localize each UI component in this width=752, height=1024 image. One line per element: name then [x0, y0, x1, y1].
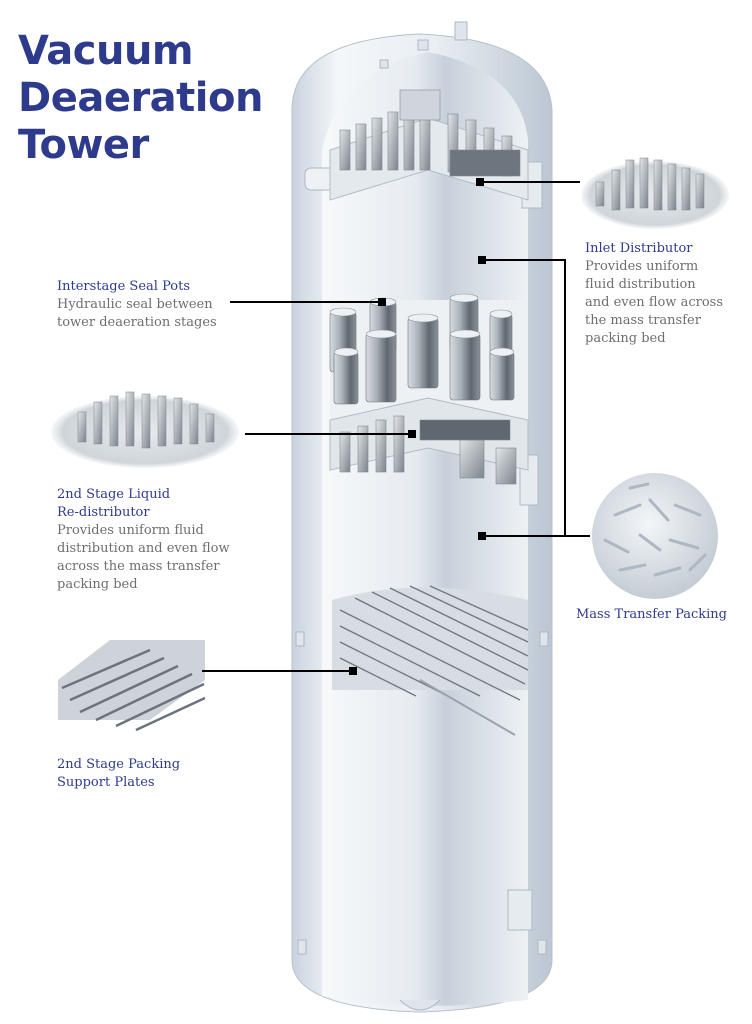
label-text-line: fluid distribution	[585, 276, 723, 294]
label-text-line: across the mass transfer	[57, 558, 230, 576]
label-heading: Interstage Seal Pots	[57, 278, 217, 296]
label-heading: 2nd Stage Packing	[57, 756, 180, 774]
mass-transfer-packing-image	[592, 473, 718, 599]
inlet-distributor-detail-image	[581, 158, 729, 229]
label-text-line: the mass transfer	[585, 312, 723, 330]
page-title: Vacuum Deaeration Tower	[18, 28, 263, 169]
label-heading: Support Plates	[57, 774, 180, 792]
label-seal-pots: Interstage Seal Pots Hydraulic seal betw…	[57, 278, 217, 332]
support-plates-detail-image	[58, 640, 205, 730]
label-mass-transfer-packing: Mass Transfer Packing	[576, 606, 727, 624]
label-inlet-distributor: Inlet Distributor Provides uniform fluid…	[585, 240, 723, 348]
label-text-line: packing bed	[57, 576, 230, 594]
title-line-1: Vacuum	[18, 28, 263, 75]
label-support-plates: 2nd Stage Packing Support Plates	[57, 756, 180, 792]
label-liquid-redistributor: 2nd Stage Liquid Re-distributor Provides…	[57, 486, 230, 594]
label-heading: Re-distributor	[57, 504, 230, 522]
label-text-line: tower deaeration stages	[57, 314, 217, 332]
label-text-line: Hydraulic seal between	[57, 296, 217, 314]
label-heading: Mass Transfer Packing	[576, 606, 727, 624]
label-heading: 2nd Stage Liquid	[57, 486, 230, 504]
label-text-line: distribution and even flow	[57, 540, 230, 558]
label-text-line: packing bed	[585, 330, 723, 348]
redistributor-detail-image	[51, 392, 239, 468]
title-line-2: Deaeration	[18, 75, 263, 122]
label-text-line: and even flow across	[585, 294, 723, 312]
label-text-line: Provides uniform	[585, 258, 723, 276]
title-line-3: Tower	[18, 122, 263, 169]
label-text-line: Provides uniform fluid	[57, 522, 230, 540]
label-heading: Inlet Distributor	[585, 240, 723, 258]
